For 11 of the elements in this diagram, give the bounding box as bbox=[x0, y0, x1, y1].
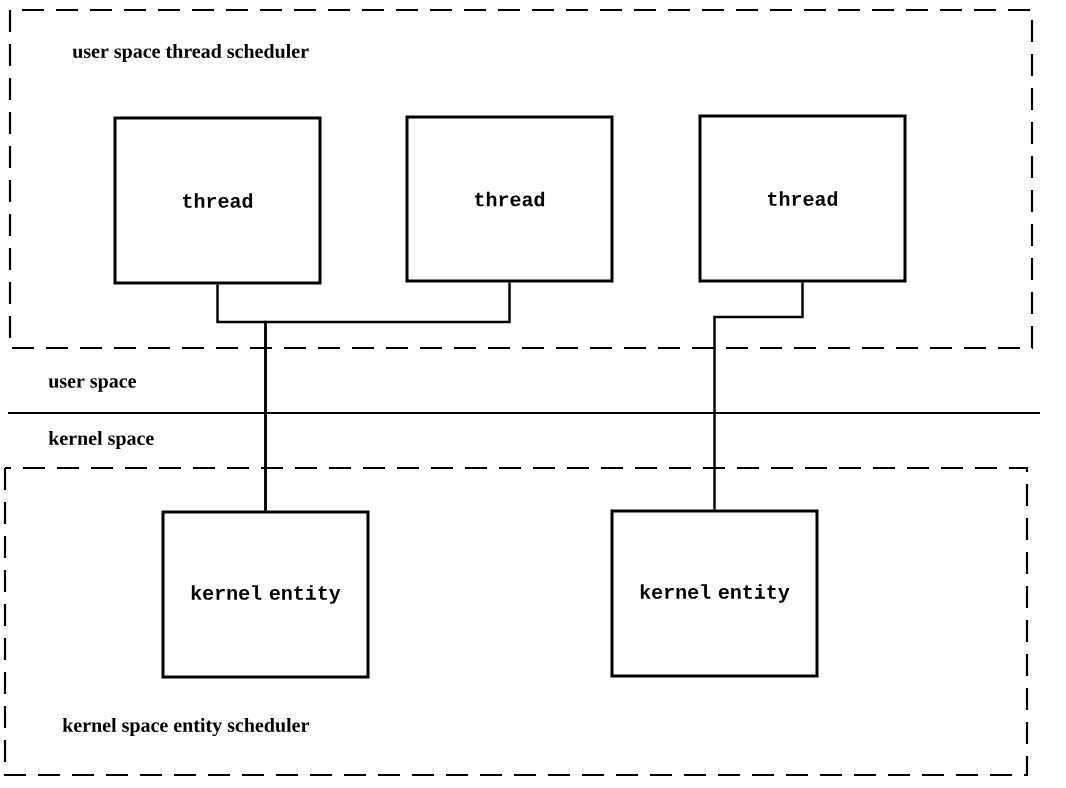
scheduler-heading: kernel space entity scheduler bbox=[62, 717, 309, 737]
scheduler-heading: user space thread scheduler bbox=[72, 43, 309, 63]
space-label: kernel space bbox=[48, 430, 154, 450]
connector-line bbox=[264, 282, 511, 511]
process-box: thread bbox=[113, 116, 322, 285]
connector-line bbox=[713, 282, 804, 510]
process-box: kernel entity bbox=[610, 509, 819, 678]
process-box: kernel entity bbox=[161, 510, 370, 679]
process-box: thread bbox=[698, 114, 907, 283]
space-label: user space bbox=[48, 378, 136, 392]
process-box: thread bbox=[405, 115, 614, 283]
